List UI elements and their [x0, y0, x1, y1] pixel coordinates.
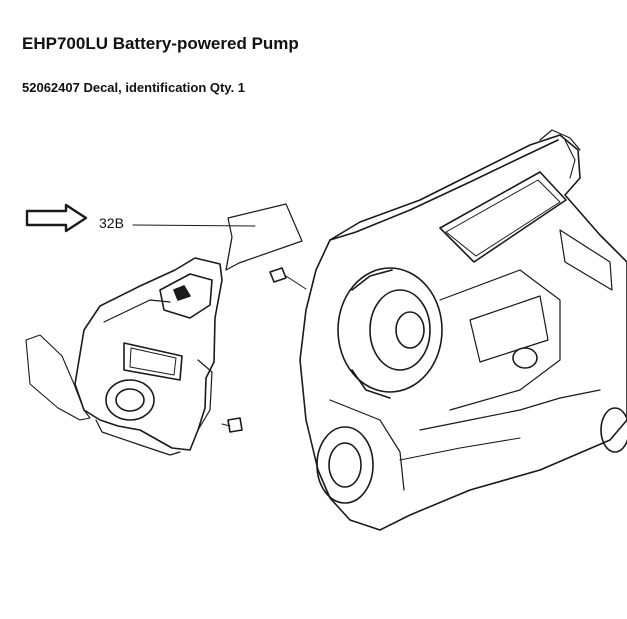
part-description: 52062407 Decal, identification Qty. 1 — [22, 80, 246, 95]
page-title: EHP700LU Battery-powered Pump — [22, 34, 299, 53]
callout-leader-line — [132, 224, 256, 227]
callout-label: 32B — [99, 215, 124, 231]
screw-bottom — [221, 417, 243, 433]
right-arrow-icon — [25, 203, 88, 233]
decal-outline — [225, 203, 303, 271]
screw-top — [269, 267, 307, 290]
front-cover — [74, 257, 223, 456]
pump-housing — [299, 129, 627, 531]
gasket-outline — [25, 334, 91, 421]
